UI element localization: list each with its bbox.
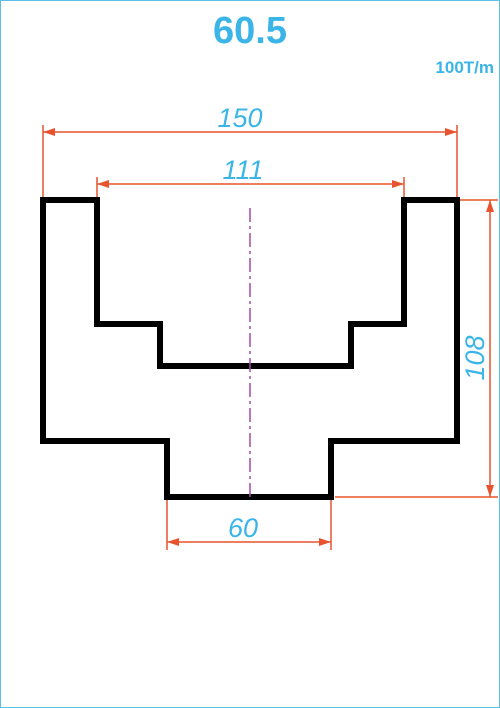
dimension-bottom-width	[166, 500, 332, 550]
bottom-width-label: 60	[228, 513, 258, 543]
inner-width-label: 111	[222, 155, 263, 185]
height-label: 108	[460, 335, 490, 380]
dimension-overall-width	[42, 125, 458, 197]
overall-width-label: 150	[217, 103, 262, 133]
tonnage-label: 100T/m	[435, 58, 494, 77]
dimension-height	[335, 199, 498, 498]
die-size-title: 60.5	[213, 10, 287, 52]
die-profile-outline	[40, 197, 460, 500]
dimension-inner-width	[96, 177, 405, 197]
